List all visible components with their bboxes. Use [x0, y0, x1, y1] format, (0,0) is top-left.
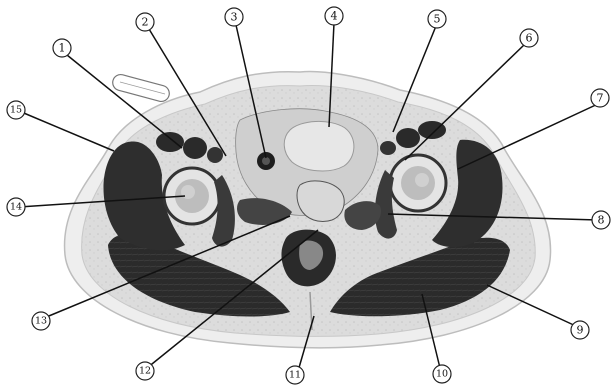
marker-15-text: 15 — [10, 105, 22, 116]
marker-14: 14 — [7, 198, 25, 216]
marker-2-text: 2 — [142, 16, 149, 29]
marker-1-text: 1 — [59, 42, 66, 55]
marker-9: 9 — [571, 321, 589, 339]
vessel-dark-inner — [262, 157, 270, 165]
bladder — [284, 121, 354, 171]
anterior-muscle-left-c — [207, 147, 223, 163]
marker-5-text: 5 — [434, 13, 441, 26]
marker-1: 1 — [53, 39, 71, 57]
marker-2: 2 — [136, 13, 154, 31]
marker-8-text: 8 — [598, 214, 605, 227]
marker-11-text: 11 — [289, 370, 301, 381]
femoral-head-right — [390, 155, 446, 211]
marker-7: 7 — [591, 89, 609, 107]
marker-12-text: 12 — [139, 366, 151, 377]
anterior-muscle-right-c — [380, 141, 396, 155]
marker-12: 12 — [136, 362, 154, 380]
marker-13: 13 — [32, 312, 50, 330]
femoral-head-left — [164, 168, 220, 224]
anterior-muscle-left-a — [156, 132, 184, 152]
marker-4-text: 4 — [331, 10, 338, 23]
anterior-muscle-right-b — [396, 128, 420, 148]
marker-6: 6 — [520, 29, 538, 47]
marker-4: 4 — [325, 7, 343, 25]
anterior-muscle-left-b — [183, 137, 207, 159]
leader-15 — [19, 111, 114, 151]
marker-5: 5 — [428, 10, 446, 28]
marker-13-text: 13 — [35, 316, 47, 327]
marker-3: 3 — [225, 8, 243, 26]
pelvis-cross-section — [65, 72, 551, 348]
marker-7-text: 7 — [597, 92, 604, 105]
marker-10: 10 — [433, 365, 451, 383]
marker-14-text: 14 — [10, 202, 22, 213]
marker-10-text: 10 — [436, 369, 448, 380]
marker-3-text: 3 — [231, 11, 238, 24]
marker-9-text: 9 — [577, 324, 584, 337]
marker-6-text: 6 — [526, 32, 533, 45]
marker-11: 11 — [286, 366, 304, 384]
marker-15: 15 — [7, 101, 25, 119]
marker-8: 8 — [592, 211, 610, 229]
